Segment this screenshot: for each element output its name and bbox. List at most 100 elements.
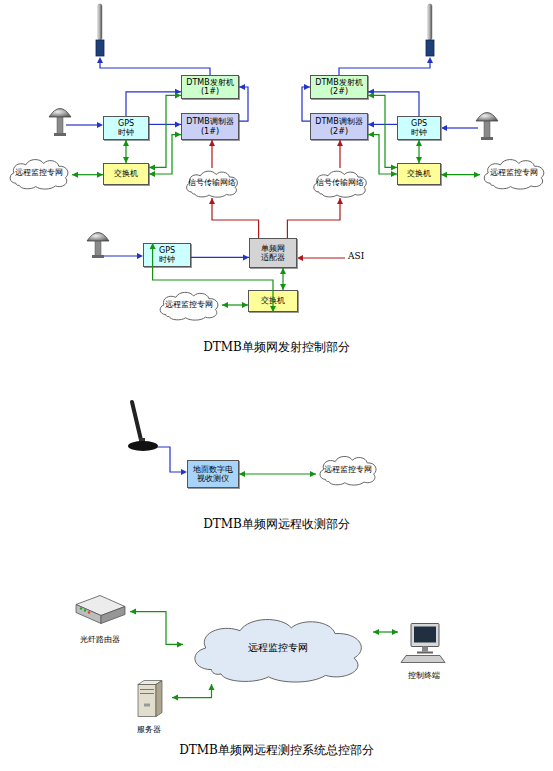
node-text: GPS时钟 [155, 246, 179, 264]
connector-line [149, 124, 181, 125]
network-cloud: 信号传输网络 [310, 168, 370, 198]
connector [209, 198, 259, 238]
connector [280, 268, 286, 290]
gps-antenna [476, 113, 498, 141]
connector [72, 172, 103, 178]
connector [209, 140, 215, 168]
connector-line [239, 87, 248, 121]
gps-wire [104, 253, 143, 259]
connector [368, 132, 397, 177]
node-text: 光纤路由器 [80, 635, 120, 644]
connector [239, 84, 248, 121]
node-text: 交换机 [114, 169, 138, 178]
connector-line [373, 631, 398, 632]
caption: DTMB单频网远程测控系统总控部分 [0, 742, 553, 759]
node-text: DTMB发射机 (1#) [182, 78, 238, 96]
connector-line [339, 140, 340, 168]
feed-wire [97, 57, 210, 75]
arrow-head [368, 89, 374, 95]
connector-line [211, 140, 212, 168]
gps-clock-box: GPS时钟 [103, 116, 149, 140]
arrow-head [209, 684, 215, 690]
switch-box: 交换机 [248, 290, 298, 312]
arrow-head [368, 132, 374, 138]
node-text: 远程监控专网 [165, 300, 213, 309]
connector-line [418, 140, 419, 163]
connector [149, 92, 181, 170]
connector-line [287, 198, 340, 238]
router-symbol [70, 590, 130, 631]
connector-line [282, 268, 283, 290]
modulator-box: DTMB调制器 (2#) [310, 113, 368, 140]
connector-line [239, 473, 316, 474]
switch-box: 交换机 [103, 163, 149, 185]
node-text: 远程监控专网 [324, 465, 372, 474]
arrow-head [209, 140, 215, 146]
connector-line [368, 124, 397, 125]
arrow-head [337, 198, 343, 204]
network-cloud: 远程监控专网 [6, 156, 72, 190]
gps-antenna [49, 109, 71, 137]
node-text: DTMB发射机 (2#) [311, 78, 367, 96]
arrow-head [209, 198, 215, 204]
connector-line [368, 95, 397, 167]
connector-line [149, 95, 181, 167]
connector-line [368, 135, 397, 174]
connector-line [302, 87, 310, 121]
connector [222, 302, 248, 308]
asi-wire [297, 255, 345, 261]
arrow-head [441, 172, 447, 178]
terminal-icon: 控制终端 [398, 620, 450, 680]
node-text: 单频网适配器 [260, 244, 287, 262]
arrow-head [239, 471, 245, 477]
arrow-head [149, 171, 155, 177]
gps-wire [441, 125, 478, 131]
server-icon: 服务器 [126, 678, 172, 734]
connector-line [125, 140, 126, 163]
network-cloud: 远程监控专网 [183, 612, 373, 684]
connector [126, 89, 181, 116]
transmit-antenna [96, 4, 104, 56]
arrow-head [123, 140, 129, 146]
node-text: DTMB调制器 (1#) [182, 117, 238, 135]
arrow-head [474, 172, 480, 178]
connector [416, 140, 422, 163]
connector [149, 121, 181, 127]
receive-antenna [128, 402, 158, 451]
arrow-head [280, 268, 286, 274]
connector [373, 629, 398, 635]
network-cloud: 远程监控专网 [480, 156, 548, 190]
connector-line [212, 198, 259, 238]
network-cloud: 远程监控专网 [316, 453, 380, 486]
connector [368, 121, 397, 127]
connector [302, 84, 310, 121]
connector-line [72, 174, 103, 175]
connector [191, 254, 249, 260]
node-text: 信号传输网络 [188, 178, 236, 187]
arrow-head [172, 695, 178, 701]
arrow-head [222, 302, 228, 308]
connector-line [191, 257, 249, 258]
connector-line [130, 612, 183, 645]
caption: DTMB单频网远程收测部分 [0, 516, 553, 533]
arrow-head [337, 140, 343, 146]
terminal-symbol [398, 620, 450, 667]
gps-clock-box: GPS时钟 [143, 243, 191, 267]
connector [337, 140, 343, 168]
server-symbol [126, 678, 172, 721]
node-text: 交换机 [261, 296, 285, 305]
arrow-head [310, 471, 316, 477]
modulator-box: DTMB调制器 (1#) [181, 113, 239, 140]
feed-wire [339, 57, 433, 75]
arrow-head [392, 629, 398, 635]
connector [368, 89, 419, 116]
caption: DTMB单频网发射控制部分 [0, 339, 553, 356]
connector-line [368, 92, 419, 116]
connector-line [149, 135, 181, 174]
network-cloud: 远程监控专网 [156, 289, 222, 321]
transmitter-box: DTMB发射机 (2#) [310, 75, 368, 99]
switch-box: 交换机 [397, 163, 441, 185]
node-text: GPS时钟 [114, 119, 138, 137]
node-text: 远程监控专网 [490, 168, 538, 177]
gps-antenna [87, 233, 109, 259]
